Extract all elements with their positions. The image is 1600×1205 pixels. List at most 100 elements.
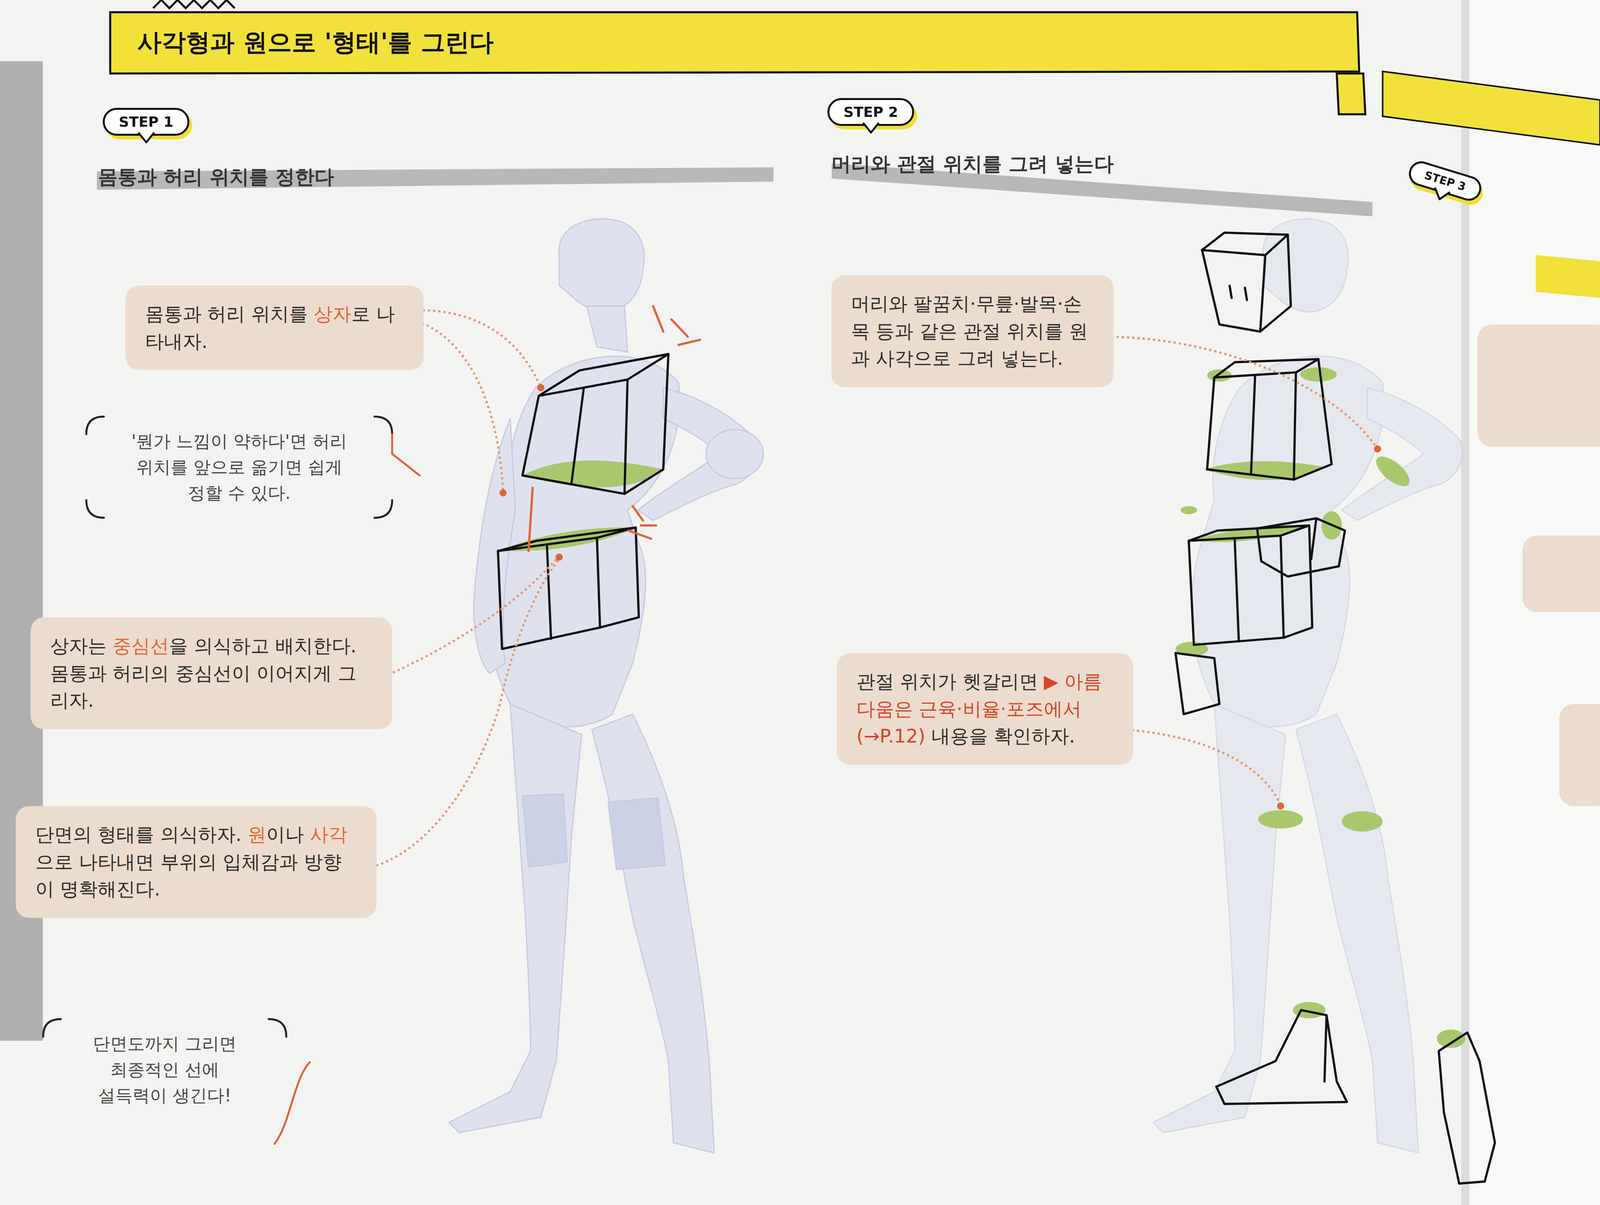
badge-tail (863, 122, 879, 133)
callout-box: 관절 위치가 헷갈리면 ▶ 아름다움은 근육·비율·포즈에서 (→P.12) 내… (836, 652, 1134, 765)
step-heading: 머리와 관절 위치를 그려 넣는다 (831, 150, 1114, 178)
highlight-text: 중심선 (112, 634, 170, 657)
callout-box: 상자는 중심선을 의식하고 배치한다. 몸통과 허리의 중심선이 이어지게 그리… (30, 617, 393, 730)
leader-line (1101, 336, 1378, 449)
text-run: 으로 나타내면 부위의 입체감과 방향이 명확해진다. (35, 850, 342, 900)
form-box (1188, 525, 1310, 641)
leader-line (408, 310, 541, 388)
cross-section (1207, 369, 1232, 382)
callout-text: 단면의 형태를 의식하자. 원이나 사각으로 나타내면 부위의 입체감과 방향이… (35, 820, 357, 903)
callout-box: 몸통과 허리 위치를 상자로 나타내자. (125, 285, 424, 370)
text-run: STEP 2 (843, 103, 899, 120)
figure-sketch (522, 793, 568, 868)
cross-section (1300, 367, 1337, 382)
title-band (152, 0, 235, 9)
form-box (498, 232, 1495, 1184)
figure-sketch (1341, 387, 1463, 520)
accent-mark (528, 487, 533, 551)
highlight-text: 사각 (309, 823, 348, 846)
text-run: 상자는 (50, 634, 113, 657)
text-run: 머리와 팔꿈치·무릎·발목·손목 등과 같은 관절 위치를 원과 사각으로 그려… (850, 292, 1088, 370)
text-run: 단면의 형태를 의식하자. (35, 823, 248, 846)
step-heading: 몸통과 허리 위치를 정한다 (98, 163, 335, 191)
text-run: 몸통과 허리 위치를 (145, 302, 314, 325)
figure-sketch (608, 797, 666, 870)
badge-tail (137, 131, 155, 144)
text-run: STEP 1 (118, 113, 174, 130)
form-box (1188, 525, 1313, 645)
heading-underbar (96, 163, 1373, 217)
form-box (1201, 234, 1288, 332)
figure-sketch (1152, 218, 1463, 1153)
bracket-mark (268, 1018, 287, 1037)
figure-sketch (1152, 703, 1286, 1133)
highlight-text: 원 (247, 823, 267, 846)
accent-mark (528, 305, 700, 551)
leader-line (1122, 729, 1281, 806)
figure-sketch (449, 218, 764, 1153)
next-page-edge (1522, 535, 1600, 613)
leader-dot (537, 383, 545, 391)
next-page-edge (1477, 324, 1600, 447)
bracket-mark (43, 1018, 61, 1037)
form-box (1201, 232, 1291, 332)
step-label: STEP 1 (118, 113, 174, 130)
form-box (538, 354, 669, 494)
form-box (1214, 359, 1319, 480)
figure-sketch (473, 418, 516, 673)
callout-text: 머리와 팔꿈치·무릎·발목·손목 등과 같은 관절 위치를 원과 사각으로 그려… (850, 290, 1095, 373)
side-note: '뭔가 느낌이 약하다'면 허리 위치를 앞으로 옮기면 쉽게 정할 수 있다. (117, 428, 361, 506)
form-box (1438, 1032, 1495, 1184)
text-run: 내용을 확인하자. (925, 724, 1075, 747)
figure-sketch (591, 714, 715, 1153)
leader-dot (1374, 445, 1382, 453)
figure-sketch (558, 218, 644, 312)
title-band (110, 12, 1360, 74)
leader-dot (499, 383, 1382, 810)
cross-section (1258, 809, 1303, 829)
callout-text: 상자는 중심선을 의식하고 배치한다. 몸통과 허리의 중심선이 이어지게 그리… (50, 632, 373, 715)
step-badge: STEP 1 (102, 107, 190, 136)
cross-section (1180, 505, 1198, 515)
bracket-mark (374, 416, 393, 435)
cross-section (1436, 1029, 1466, 1048)
leader-line (379, 556, 560, 679)
step-label: STEP 2 (843, 103, 899, 120)
bracket-mark (86, 416, 104, 435)
text-run: 이나 (266, 823, 310, 846)
bracket-accent (392, 434, 420, 476)
accent-mark (628, 505, 657, 539)
next-page-edge (1559, 703, 1600, 806)
step-badge: STEP 2 (827, 98, 915, 126)
form-box (1207, 359, 1332, 480)
figure-sketch (586, 305, 628, 352)
callout-box: 단면의 형태를 의식하자. 원이나 사각으로 나타내면 부위의 입체감과 방향이… (15, 805, 377, 918)
callout-text: 관절 위치가 헷갈리면 ▶ 아름다움은 근육·비율·포즈에서 (→P.12) 내… (856, 667, 1114, 750)
cross-section (1341, 810, 1383, 832)
badge-tail (138, 132, 155, 143)
side-note: 단면도까지 그리면 최종적인 선에 설득력이 생긴다! (74, 1030, 255, 1109)
figure-sketch (1296, 714, 1419, 1153)
leader-dot (499, 489, 507, 497)
figure-sketch (449, 703, 582, 1133)
figure-sketch (487, 356, 680, 727)
callout-text: 몸통과 허리 위치를 상자로 나타내자. (145, 300, 404, 355)
bracket-mark (86, 500, 104, 518)
accent-mark (652, 305, 700, 345)
badge-tail (862, 121, 880, 134)
form-box (498, 527, 639, 650)
title-band (1336, 73, 1366, 115)
next-page-edge (1535, 254, 1600, 298)
form-box (498, 527, 636, 639)
page-title: 사각형과 원으로 '형태'를 그린다 (137, 25, 494, 59)
form-box (522, 354, 669, 494)
callout-box: 머리와 팔꿈치·무릎·발목·손목 등과 같은 관절 위치를 원과 사각으로 그려… (831, 275, 1114, 388)
cross-section (1371, 450, 1415, 492)
title-band (110, 0, 1366, 115)
leader-line (362, 310, 1378, 870)
badge-tail (1432, 187, 1451, 202)
bracket-accent (274, 1061, 310, 1144)
figure-sketch (1263, 218, 1349, 312)
